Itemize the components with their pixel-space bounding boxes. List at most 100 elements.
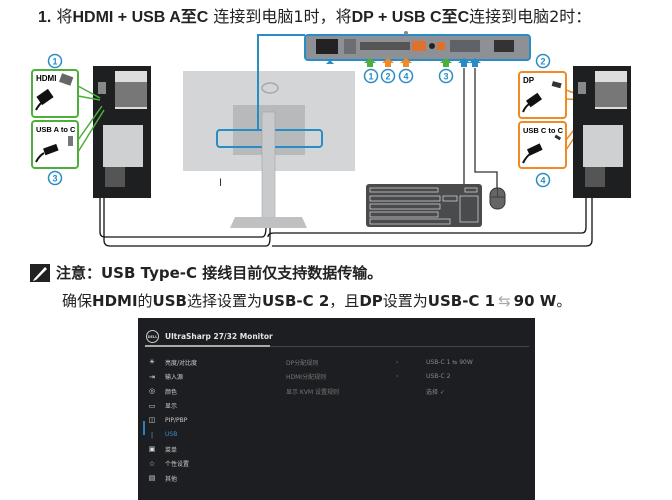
display-icon: ▭: [148, 401, 156, 410]
osd-item-usb[interactable]: ǀ USB: [148, 428, 197, 443]
dell-logo-icon: DELL: [146, 330, 159, 343]
note-text: 选择设置为: [186, 292, 262, 310]
option-value: USB-C 2: [426, 373, 451, 381]
heading-text: HDMI + USB A至C: [72, 9, 209, 26]
osd-item-pip[interactable]: ◫ PIP/PBP: [148, 413, 197, 428]
osd-item-brightness[interactable]: ☀ 亮度/对比度: [148, 355, 197, 370]
usb-icon: ǀ: [150, 430, 154, 439]
pencil-note-icon: [30, 263, 50, 282]
option-hdmi-assignment[interactable]: HDMI分配规则 › USB-C 2: [286, 370, 473, 385]
option-show-kvm[interactable]: 显示 KVM 设置规则 选择 ✓: [286, 384, 473, 399]
osd-divider: [145, 346, 529, 347]
usb-a-to-c-label: USB A to C: [36, 125, 76, 134]
item-label: 颜色: [165, 388, 178, 396]
osd-item-menu[interactable]: ▣ 菜单: [148, 442, 197, 457]
chevron-right-icon: ›: [396, 358, 399, 366]
item-label: 亮度/对比度: [165, 359, 198, 367]
heading-text: DP + USB C至C: [351, 9, 470, 26]
selection-indicator: [143, 421, 145, 435]
svg-text:4: 4: [403, 72, 408, 82]
item-label: PIP/PBP: [165, 416, 188, 424]
option-value: 选择 ✓: [426, 388, 445, 396]
note-text: USB-C 2: [261, 291, 330, 310]
note-text: 的: [137, 292, 153, 310]
callout-usb-a-to-c: USB A to C: [31, 105, 105, 169]
heading-text: 连接到电脑2时：: [469, 7, 592, 26]
input-source-icon: ⇥: [149, 372, 155, 381]
note-text: 。: [556, 292, 572, 310]
svg-text:2: 2: [385, 72, 390, 82]
keyboard: [366, 184, 482, 227]
option-dp-assignment[interactable]: DP分配规则 › USB-C 1 ⇆ 90W: [286, 355, 473, 370]
item-label: 显示: [165, 403, 178, 411]
port-markers: 1 2 4 3: [363, 68, 454, 84]
star-icon: ☆: [148, 459, 156, 468]
note-text: 设置为: [382, 292, 428, 310]
note-text: USB-C 1: [427, 291, 496, 310]
power-plug-icon: ⇆: [498, 291, 511, 310]
mouse-cable: [474, 68, 498, 190]
marker-3-left: 3: [47, 170, 63, 186]
port-arrows: [364, 58, 481, 67]
osd-menu-screenshot: DELL UltraSharp 27/32 Monitor ☀ 亮度/对比度 ⇥ 输…: [138, 318, 535, 500]
marker-4-right: 4: [535, 172, 551, 188]
osd-divider-active: [145, 345, 270, 347]
note-text: ，且: [329, 292, 360, 310]
color-icon: ◎: [148, 387, 156, 396]
svg-text:I: I: [219, 177, 222, 189]
item-label: USB: [165, 431, 178, 439]
option-value: USB-C 1 ⇆ 90W: [426, 358, 473, 366]
mouse: [489, 187, 506, 210]
computer-2: [573, 66, 631, 198]
svg-text:3: 3: [52, 174, 57, 184]
item-label: 输入源: [165, 374, 184, 382]
pip-icon: ◫: [148, 416, 156, 425]
note-text: 确保: [62, 292, 93, 310]
brightness-icon: ☀: [148, 358, 156, 367]
svg-text:2: 2: [540, 57, 545, 67]
option-label: HDMI分配规则: [286, 374, 327, 382]
option-label: 显示 KVM 设置规则: [286, 388, 340, 396]
chevron-right-icon: ›: [396, 373, 399, 381]
svg-text:1: 1: [52, 57, 57, 67]
step-heading: 1. 将HDMI + USB A至C 连接到电脑1时，将DP + USB C至C…: [38, 3, 591, 27]
osd-header: DELL UltraSharp 27/32 Monitor: [146, 330, 273, 343]
osd-menu-list: ☀ 亮度/对比度 ⇥ 输入源 ◎ 颜色 ▭ 显示 ◫ PIP/PBP ǀ USB ▣ 菜单 ☆…: [148, 355, 197, 486]
marker-1-left: 1: [47, 53, 63, 69]
computer-1: [93, 66, 151, 198]
marker-2-right: 2: [535, 53, 551, 69]
heading-text: 连接到电脑1时，将: [208, 7, 352, 26]
dp-label: DP: [523, 76, 535, 85]
heading-text: 将: [56, 7, 73, 26]
osd-item-input[interactable]: ⇥ 输入源: [148, 370, 197, 385]
note-text: HDMI: [92, 291, 138, 310]
osd-title: UltraSharp 27/32 Monitor: [165, 332, 273, 341]
svg-text:4: 4: [540, 176, 545, 186]
note-text: USB: [152, 291, 187, 310]
bottom-cables: [99, 195, 593, 247]
usb-c-to-c-label: USB C to C: [523, 126, 564, 135]
monitor-io-panel: [304, 31, 531, 61]
svg-text:1: 1: [368, 72, 373, 82]
note-text: 90 W: [513, 291, 557, 310]
other-icon: ▤: [148, 474, 156, 483]
osd-usb-options: DP分配规则 › USB-C 1 ⇆ 90W HDMI分配规则 › USB-C 2 显示…: [286, 355, 473, 399]
callout-usb-c-to-c: USB C to C: [518, 111, 591, 169]
item-label: 菜单: [165, 446, 178, 454]
note-text: DP: [359, 291, 383, 310]
option-label: DP分配规则: [286, 359, 319, 367]
monitor-back: I: [183, 34, 355, 228]
step-number: 1.: [38, 9, 52, 26]
osd-item-color[interactable]: ◎ 颜色: [148, 384, 197, 399]
hdmi-label: HDMI: [36, 74, 56, 83]
osd-item-display[interactable]: ▭ 显示: [148, 399, 197, 414]
menu-icon: ▣: [148, 445, 156, 454]
item-label: 个性设置: [165, 461, 190, 469]
item-label: 其他: [165, 475, 178, 483]
svg-text:3: 3: [443, 72, 448, 82]
connection-diagram: I HDMI USB A to C 1 3 1 2 4: [31, 31, 631, 247]
note-heading: 注意：USB Type-C 接线目前仅支持数据传输。: [30, 262, 382, 283]
osd-item-other[interactable]: ▤ 其他: [148, 471, 197, 486]
osd-item-personalize[interactable]: ☆ 个性设置: [148, 457, 197, 472]
